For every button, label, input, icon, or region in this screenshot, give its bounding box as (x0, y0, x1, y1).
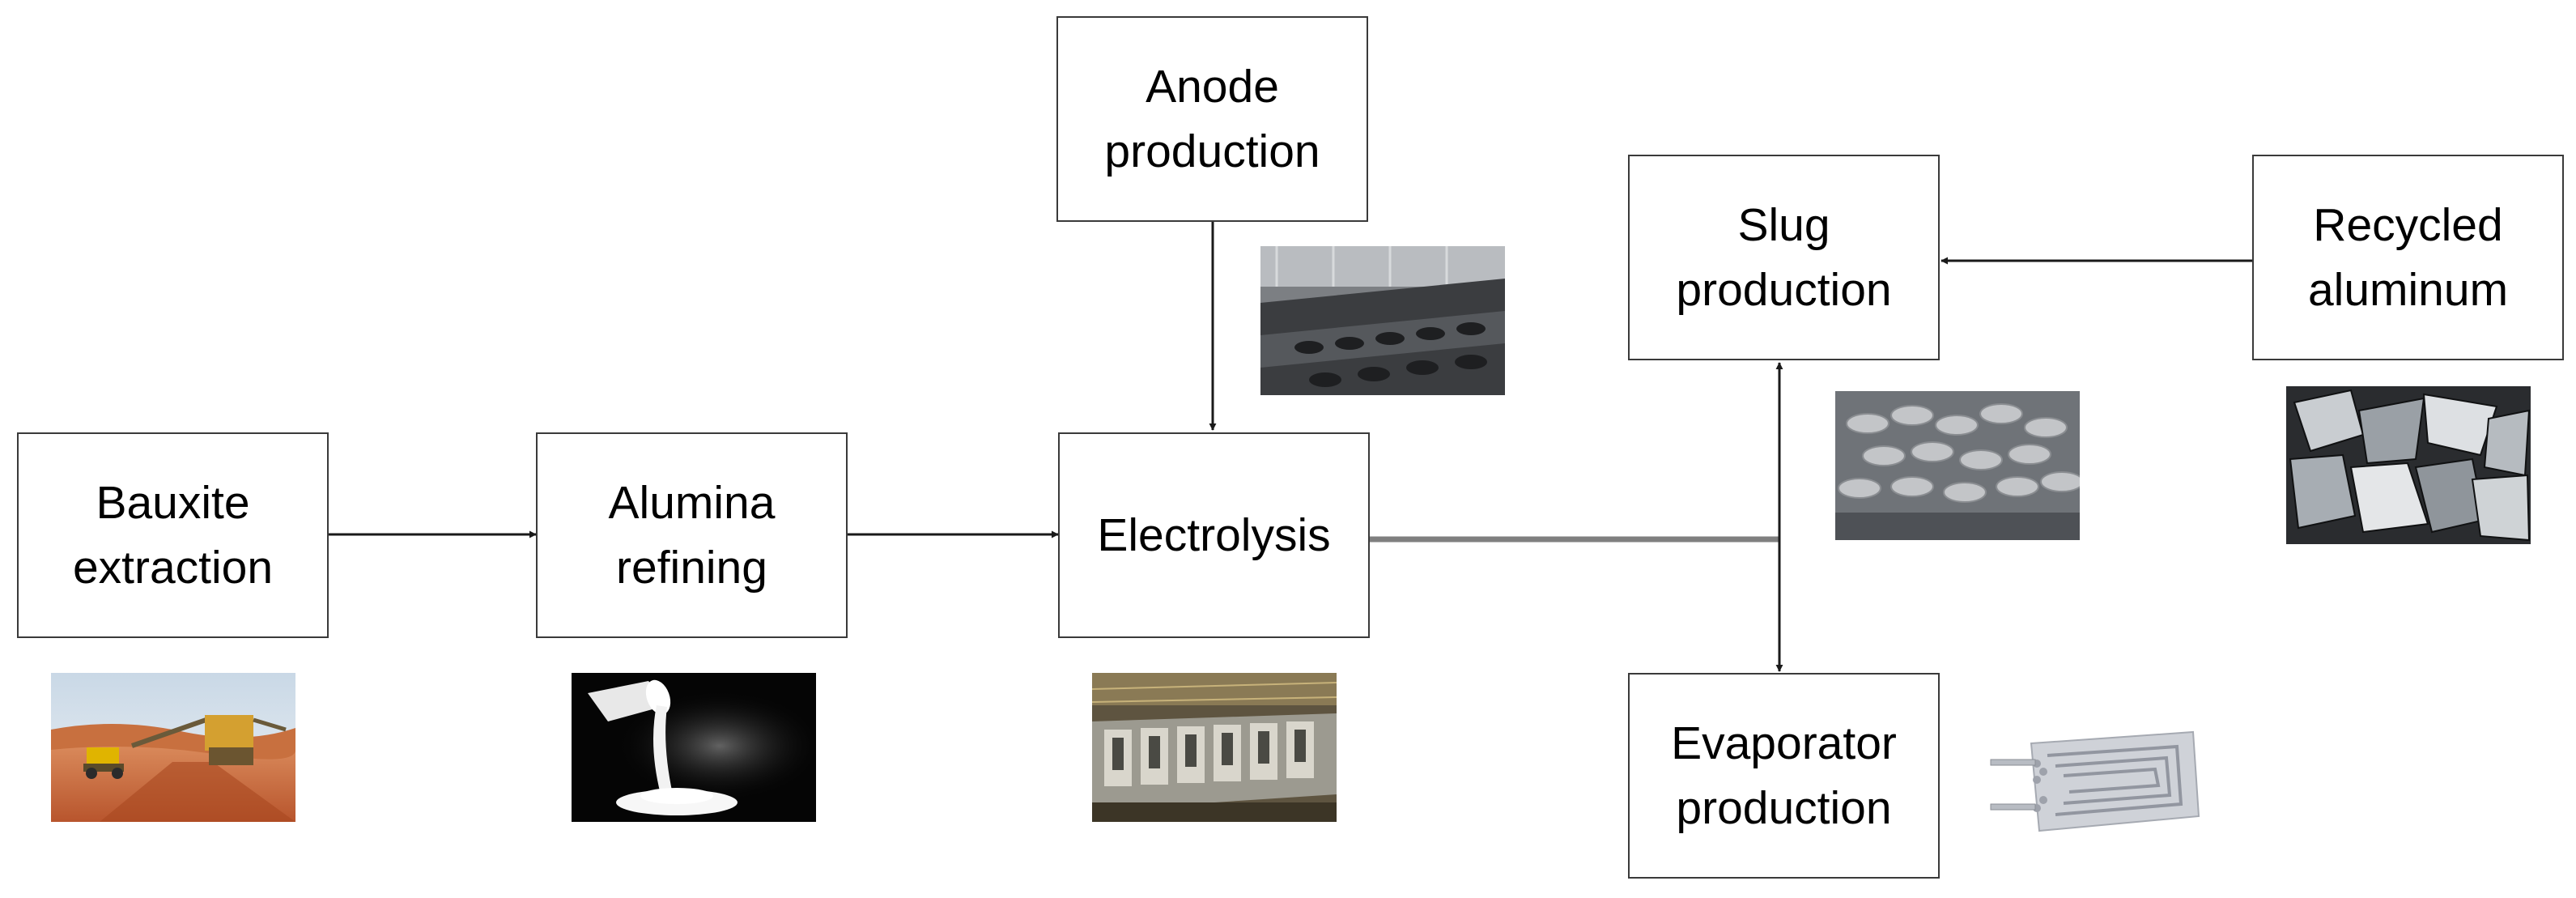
aluminum-slugs-photo (1835, 391, 2080, 540)
box-anode-production: Anode production (1056, 16, 1368, 222)
roll-bond-evaporator-photo (1987, 727, 2205, 836)
box-label: Bauxite extraction (72, 477, 274, 594)
box-evaporator-production: Evaporator production (1628, 673, 1940, 879)
box-label: Anode production (1104, 61, 1320, 177)
bauxite-mining-photo (51, 673, 295, 822)
box-label: Electrolysis (1097, 509, 1331, 561)
box-slug-production: Slug production (1628, 155, 1940, 360)
box-label: Evaporator production (1671, 717, 1897, 834)
alumina-powder-photo (572, 673, 816, 822)
box-label: Alumina refining (608, 477, 776, 594)
electrolysis-potline-photo (1092, 673, 1337, 822)
box-bauxite-extraction: Bauxite extraction (17, 432, 329, 638)
box-recycled-aluminum: Recycled aluminum (2252, 155, 2564, 360)
carbon-anode-blocks-photo (1260, 246, 1505, 395)
box-alumina-refining: Alumina refining (536, 432, 848, 638)
box-electrolysis: Electrolysis (1058, 432, 1370, 638)
box-label: Recycled aluminum (2307, 199, 2509, 316)
box-label: Slug production (1676, 199, 1892, 316)
scrap-aluminum-photo (2286, 386, 2531, 544)
